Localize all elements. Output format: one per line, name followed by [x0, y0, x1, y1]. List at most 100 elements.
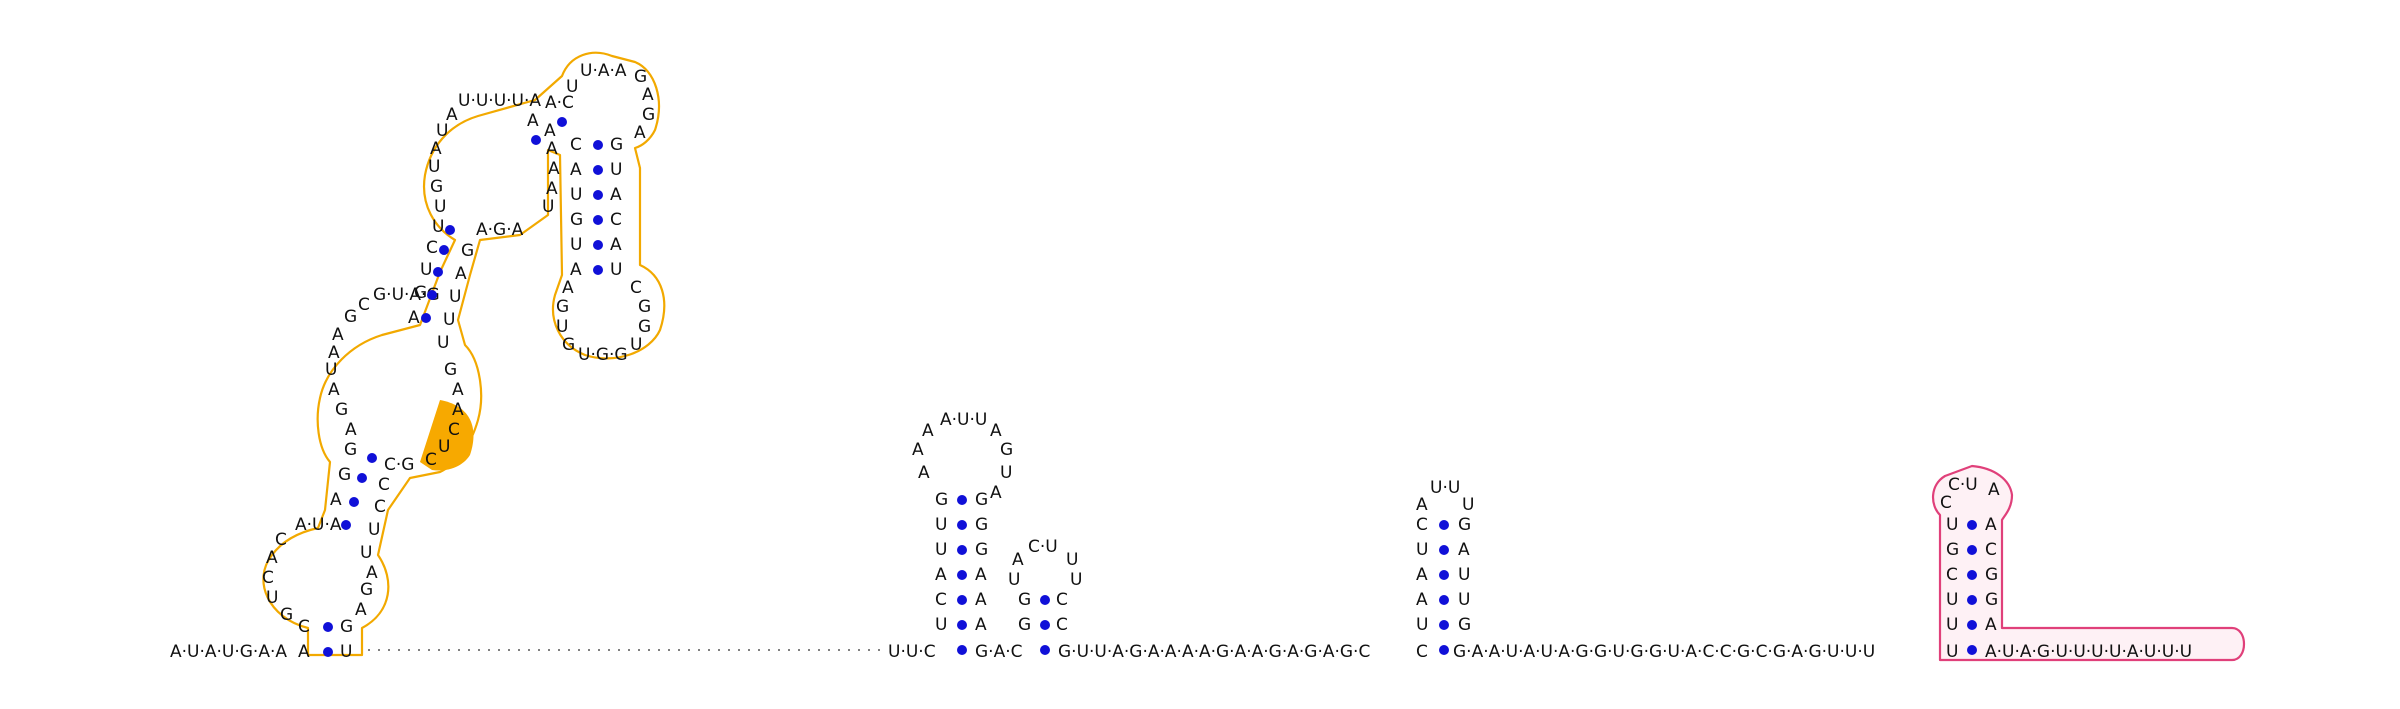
d1-nt: A	[345, 420, 357, 440]
d1-nt: U	[340, 642, 352, 662]
base-pair-dot	[957, 620, 967, 630]
d1-nt: G	[638, 297, 651, 317]
d1-nt: A	[408, 308, 420, 328]
d1-nt: U	[630, 335, 642, 355]
hp1-right-stem: G	[975, 540, 988, 560]
hp1-loop: U	[1000, 463, 1012, 483]
d1-nt: A	[355, 600, 367, 620]
d1-nt: C	[610, 210, 622, 230]
hp3-left-stem: A	[1416, 565, 1428, 585]
d1-nt: C	[378, 475, 390, 495]
base-pair-dot	[957, 520, 967, 530]
hp1-left-stem: U	[935, 515, 947, 535]
d1-nt: A	[455, 264, 467, 284]
d1-nt: G	[610, 135, 623, 155]
d1-nt: A	[430, 139, 442, 159]
base-pair-dot	[593, 240, 603, 250]
d1-nt: U	[570, 185, 582, 205]
d1-nt: A	[548, 159, 560, 179]
base-pair-dot	[367, 453, 377, 463]
exterior-strand: A·U·A·U·G·A·A G·U·U·A·G·A·A·A·A·G·A·A·G·…	[170, 642, 2192, 662]
d1-nt: G·U·A·G	[373, 285, 440, 305]
hp3-loop: U·U	[1430, 478, 1460, 498]
base-pair-dot	[1439, 595, 1449, 605]
hp1-left-stem: U	[935, 615, 947, 635]
d1-nt: G	[344, 307, 357, 327]
hp2-loop: U	[1066, 550, 1078, 570]
strand-left-tail: A·U·A·U·G·A·A	[170, 642, 287, 662]
hp1-left-stem: C	[935, 590, 947, 610]
d1-nt: C	[275, 530, 287, 550]
base-pair-dot	[1439, 570, 1449, 580]
d1-nt: A	[266, 548, 278, 568]
d1-nt: A·C	[545, 93, 574, 113]
d1-nt: G	[344, 440, 357, 460]
d1-nt: A	[452, 380, 464, 400]
d1-nt: A	[570, 260, 582, 280]
d1-nt: G	[444, 360, 457, 380]
d1-nt: A	[298, 642, 310, 662]
d1-nt: C·G	[384, 455, 414, 475]
d1-nt: G	[642, 105, 655, 125]
hp2-right-stem: C	[1056, 615, 1068, 635]
hp1-closing: G·A·C	[975, 642, 1022, 662]
base-pair-dot	[1967, 595, 1977, 605]
base-pair-dot	[1040, 595, 1050, 605]
base-pair-dot	[323, 622, 333, 632]
d1-nt: C	[425, 450, 437, 470]
hp1-left-stem: A	[935, 565, 947, 585]
hp2-loop: U	[1070, 570, 1082, 590]
hp1-right-stem: A	[975, 615, 987, 635]
d1-nt: G	[360, 580, 373, 600]
base-pair-dot	[433, 267, 443, 277]
d1-nt: G	[556, 297, 569, 317]
strand-right-run: G·A·A·U·A·U·A·G·G·U·G·G·U·A·C·C·G·C·G·A·…	[1453, 642, 1875, 662]
hp4-left-stem: U	[1946, 642, 1958, 662]
hp4-right-stem: C	[1985, 540, 1997, 560]
hairpin-3: C U A A U G A U U G A U·U U C	[1416, 478, 1474, 662]
hp3-left-stem: U	[1416, 540, 1428, 560]
d1-nt: U	[368, 520, 380, 540]
d1-nt: U	[436, 121, 448, 141]
base-pair-dot	[427, 290, 437, 300]
base-pair-dot	[1040, 645, 1050, 655]
base-pair-dot	[531, 135, 541, 145]
base-pair-dot	[1967, 645, 1977, 655]
hp3-right-stem: G	[1458, 515, 1471, 535]
base-pair-dot	[445, 225, 455, 235]
d1-nt: U	[610, 160, 622, 180]
d1-nt: U	[570, 235, 582, 255]
d1-nt: A	[610, 185, 622, 205]
d1-nt: A	[527, 111, 539, 131]
d1-nt: U	[325, 360, 337, 380]
base-pair-dot	[593, 215, 603, 225]
base-pair-dot	[439, 245, 449, 255]
hp1-right-stem: G	[975, 515, 988, 535]
d1-nt: U	[432, 217, 444, 237]
d1-nt: G	[562, 335, 575, 355]
hp1-loop: A	[990, 421, 1002, 441]
hp4-loop: C·U	[1948, 475, 1978, 495]
hp1-loop: A	[922, 421, 934, 441]
d1-nt: A	[452, 400, 464, 420]
base-pair-dot	[1439, 645, 1449, 655]
hp4-right-stem: G	[1985, 565, 1998, 585]
d1-nt: A	[330, 490, 342, 510]
d1-nt: U	[556, 317, 568, 337]
hp3-closing: C	[1416, 642, 1428, 662]
hp3-loop: A	[1416, 495, 1428, 515]
hp1-loop: G	[1000, 440, 1013, 460]
d1-nt: A	[546, 179, 558, 199]
d1-nt: C	[358, 295, 370, 315]
hp2-loop: A	[1012, 550, 1024, 570]
base-pair-dot	[593, 165, 603, 175]
d1-nt: A	[446, 105, 458, 125]
hp3-left-stem: C	[1416, 515, 1428, 535]
d1-nt: A	[610, 235, 622, 255]
hp1-left-stem: U	[935, 540, 947, 560]
domain-2-outline	[1932, 464, 2246, 662]
d1-nt: G	[430, 177, 443, 197]
d1-nt: G	[461, 241, 474, 261]
hp2-left-stem: G	[1018, 590, 1031, 610]
